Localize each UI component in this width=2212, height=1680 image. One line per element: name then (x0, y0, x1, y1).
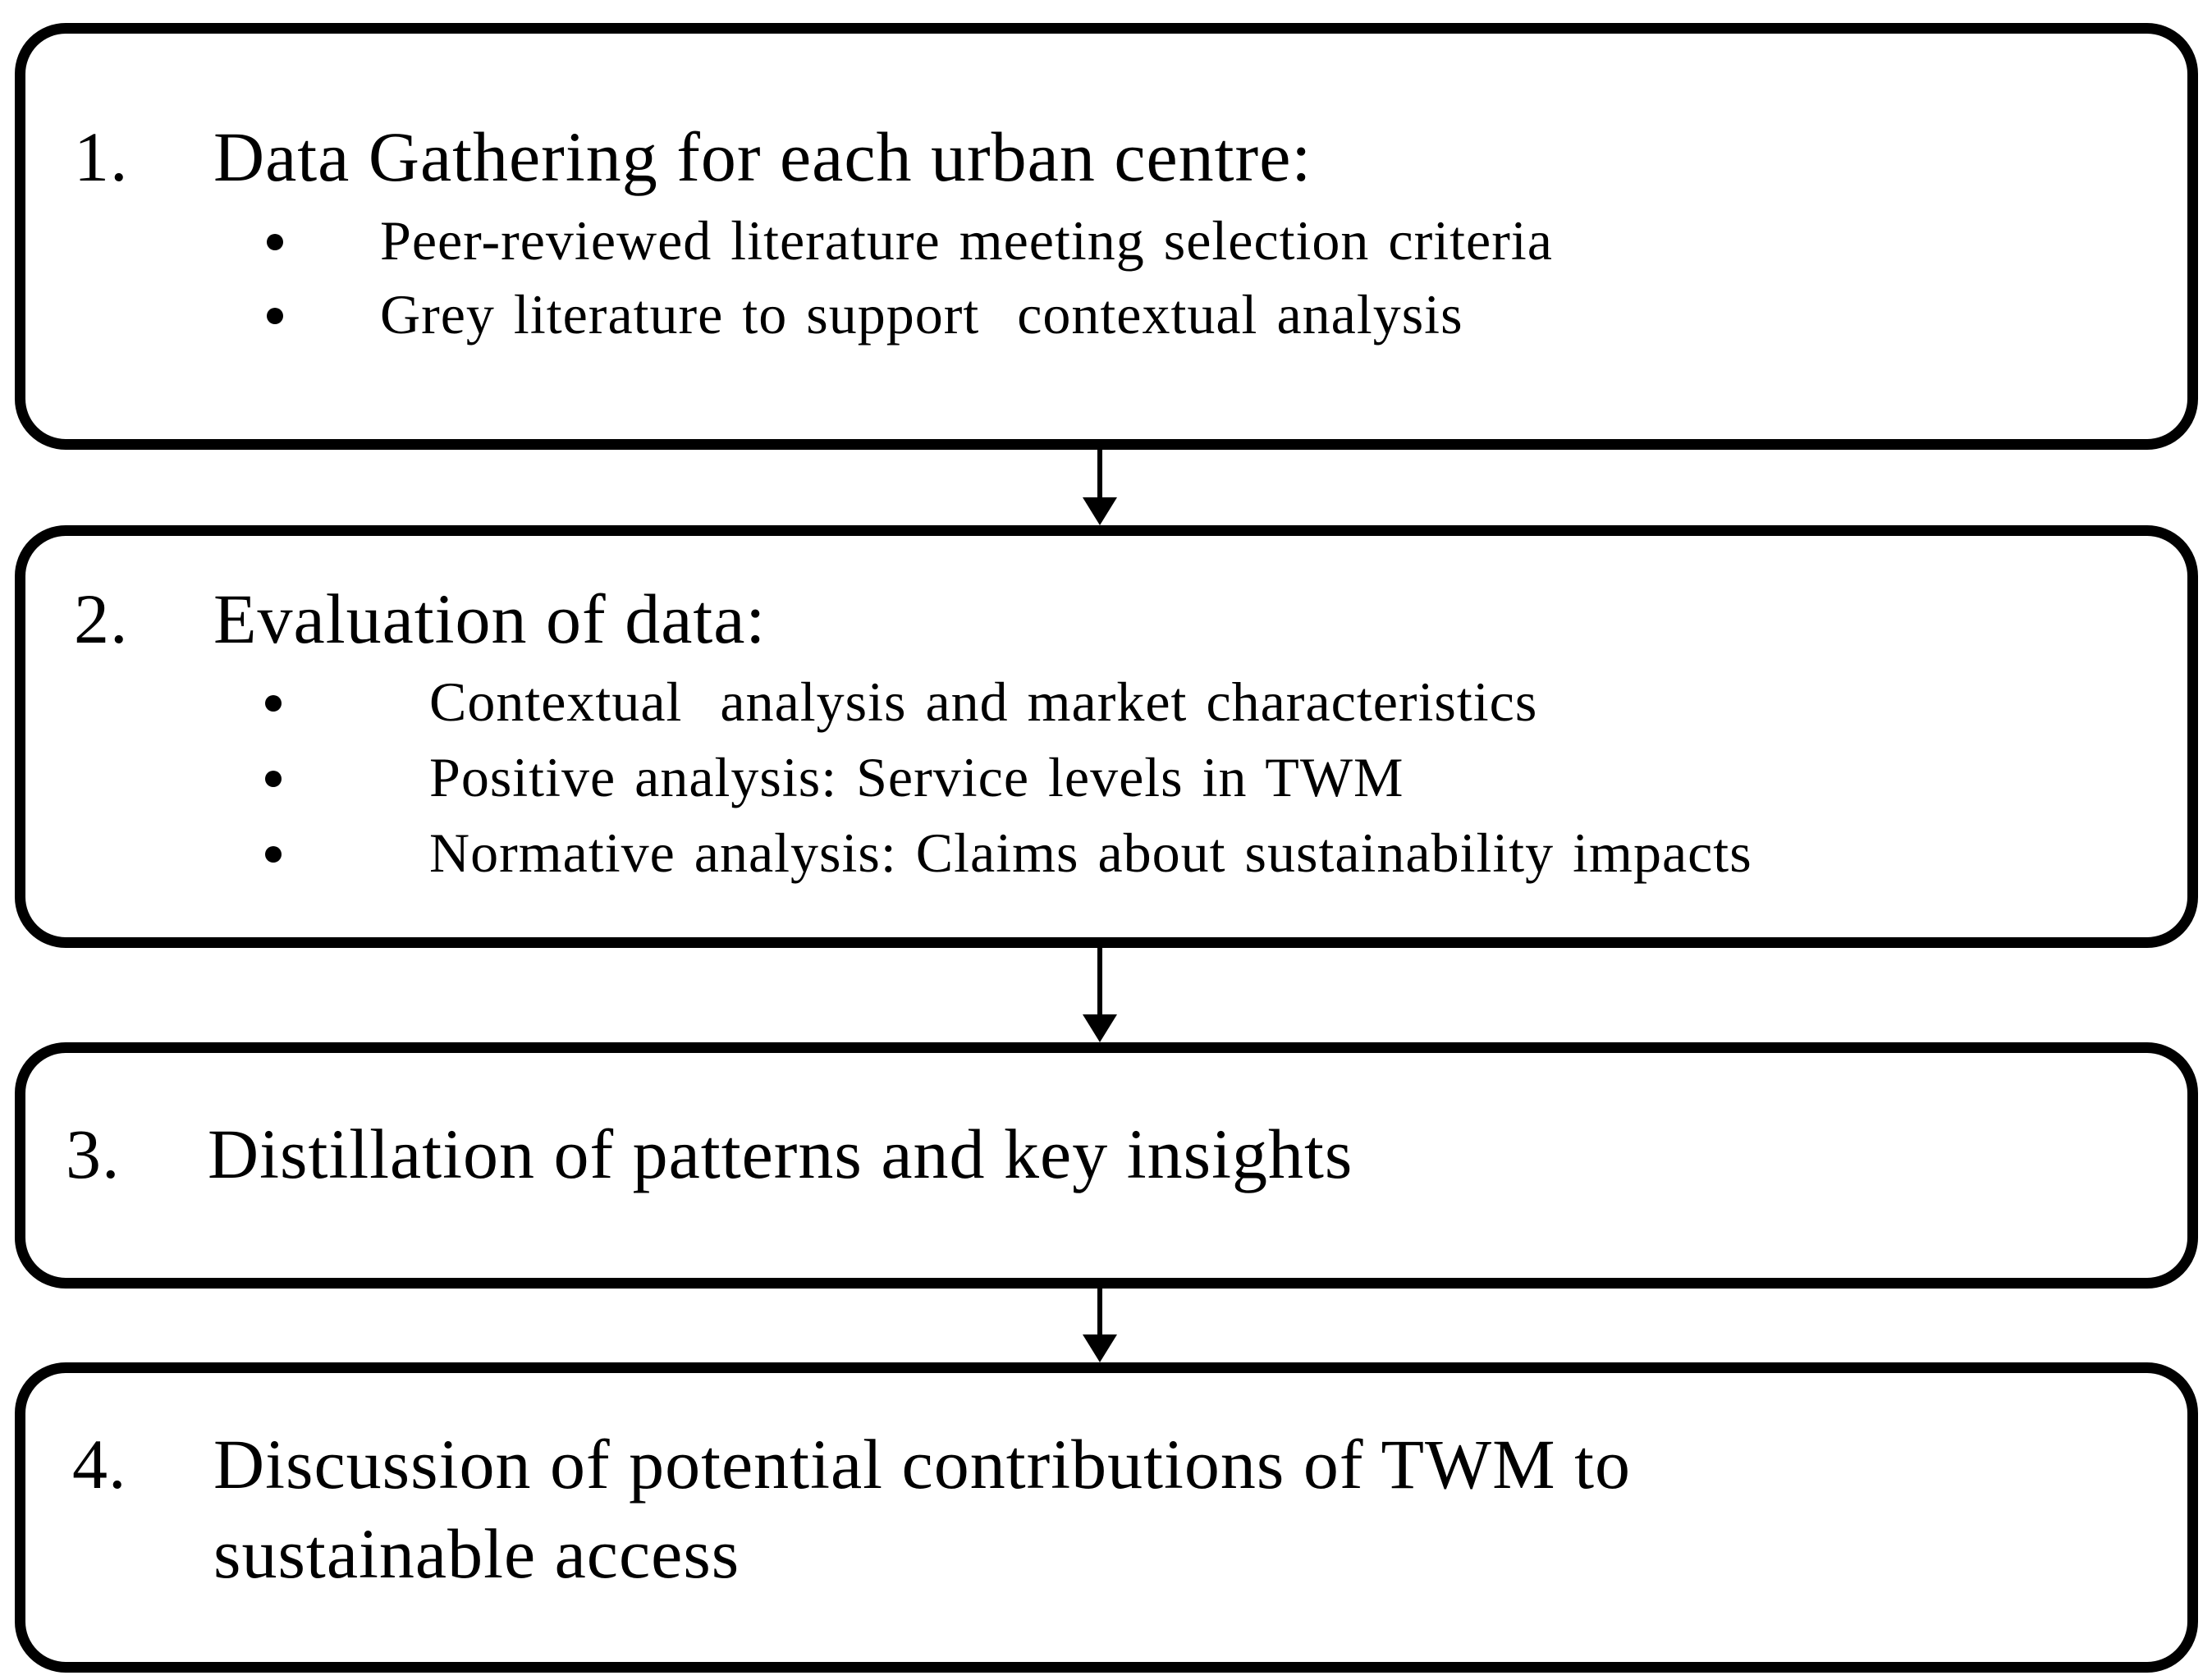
bullet-icon (265, 695, 282, 712)
step-2-bullet-1: Contextual analysis and market character… (429, 671, 1538, 733)
flow-arrow-stem (1097, 948, 1102, 1016)
flow-arrow-stem (1097, 450, 1102, 499)
step-4-number: 4. (72, 1425, 127, 1504)
step-1-bullet-2: Grey literature to support contextual an… (380, 283, 1463, 346)
bullet-icon (265, 846, 282, 863)
step-2-bullet-3: Normative analysis: Claims about sustain… (429, 822, 1752, 884)
step-box-3: 3. Distillation of patterns and key insi… (15, 1042, 2198, 1289)
step-1-number: 1. (74, 117, 129, 196)
step-3-number: 3. (66, 1115, 121, 1193)
flow-arrow-head-icon (1083, 1014, 1117, 1042)
bullet-icon (265, 771, 282, 787)
bullet-icon (267, 234, 283, 250)
flow-arrow-head-icon (1083, 1334, 1117, 1362)
step-2-bullet-2: Positive analysis: Service levels in TWM (429, 746, 1404, 808)
flow-arrow-head-icon (1083, 497, 1117, 525)
flow-arrow-stem (1097, 1289, 1102, 1336)
step-box-1: 1. Data Gathering for each urban centre:… (15, 23, 2198, 450)
step-1-title: Data Gathering for each urban centre: (213, 117, 1312, 196)
step-2-title: Evaluation of data: (213, 579, 767, 658)
step-2-number: 2. (74, 579, 129, 658)
bullet-icon (267, 308, 283, 324)
step-4-title-line-1: Discussion of potential contributions of… (213, 1425, 1632, 1504)
step-box-4: 4. Discussion of potential contributions… (15, 1362, 2198, 1673)
step-4-title-line-2: sustainable access (213, 1514, 740, 1593)
step-3-title: Distillation of patterns and key insight… (208, 1115, 1353, 1193)
step-1-bullet-1: Peer-reviewed literature meeting selecti… (380, 209, 1553, 272)
step-box-2: 2. Evaluation of data: Contextual analys… (15, 525, 2198, 948)
